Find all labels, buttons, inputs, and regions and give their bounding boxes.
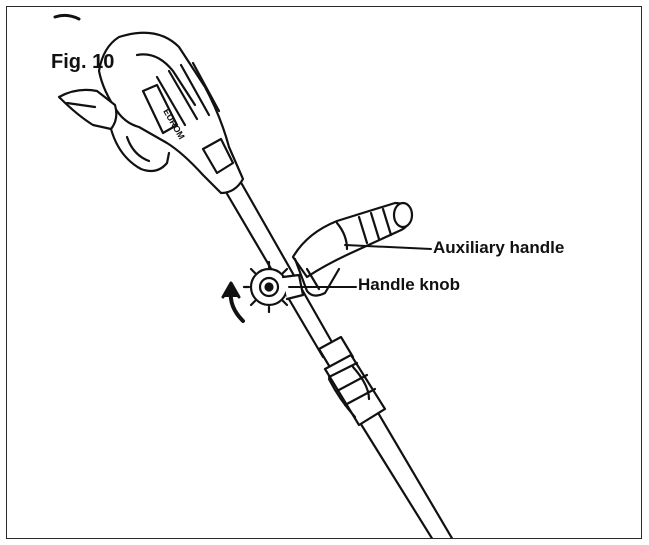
aux-handle-leader — [344, 244, 432, 250]
trimmer-illustration: EUROM — [53, 13, 454, 538]
shaft-collar — [317, 335, 387, 427]
callout-handle-knob: Handle knob — [358, 275, 461, 294]
callout-auxiliary-handle: Auxiliary handle — [433, 238, 565, 257]
figure-label: Fig. 10 — [51, 51, 115, 73]
figure-frame: EUROM Fig. 10 Auxiliary handle Handle kn… — [6, 6, 642, 539]
lower-shaft — [357, 409, 454, 538]
cutoff-mark — [53, 13, 81, 21]
auxiliary-handle — [291, 201, 414, 297]
rotation-arrow-icon — [221, 281, 245, 323]
trigger-guard — [57, 88, 171, 173]
handle-body — [97, 31, 245, 195]
